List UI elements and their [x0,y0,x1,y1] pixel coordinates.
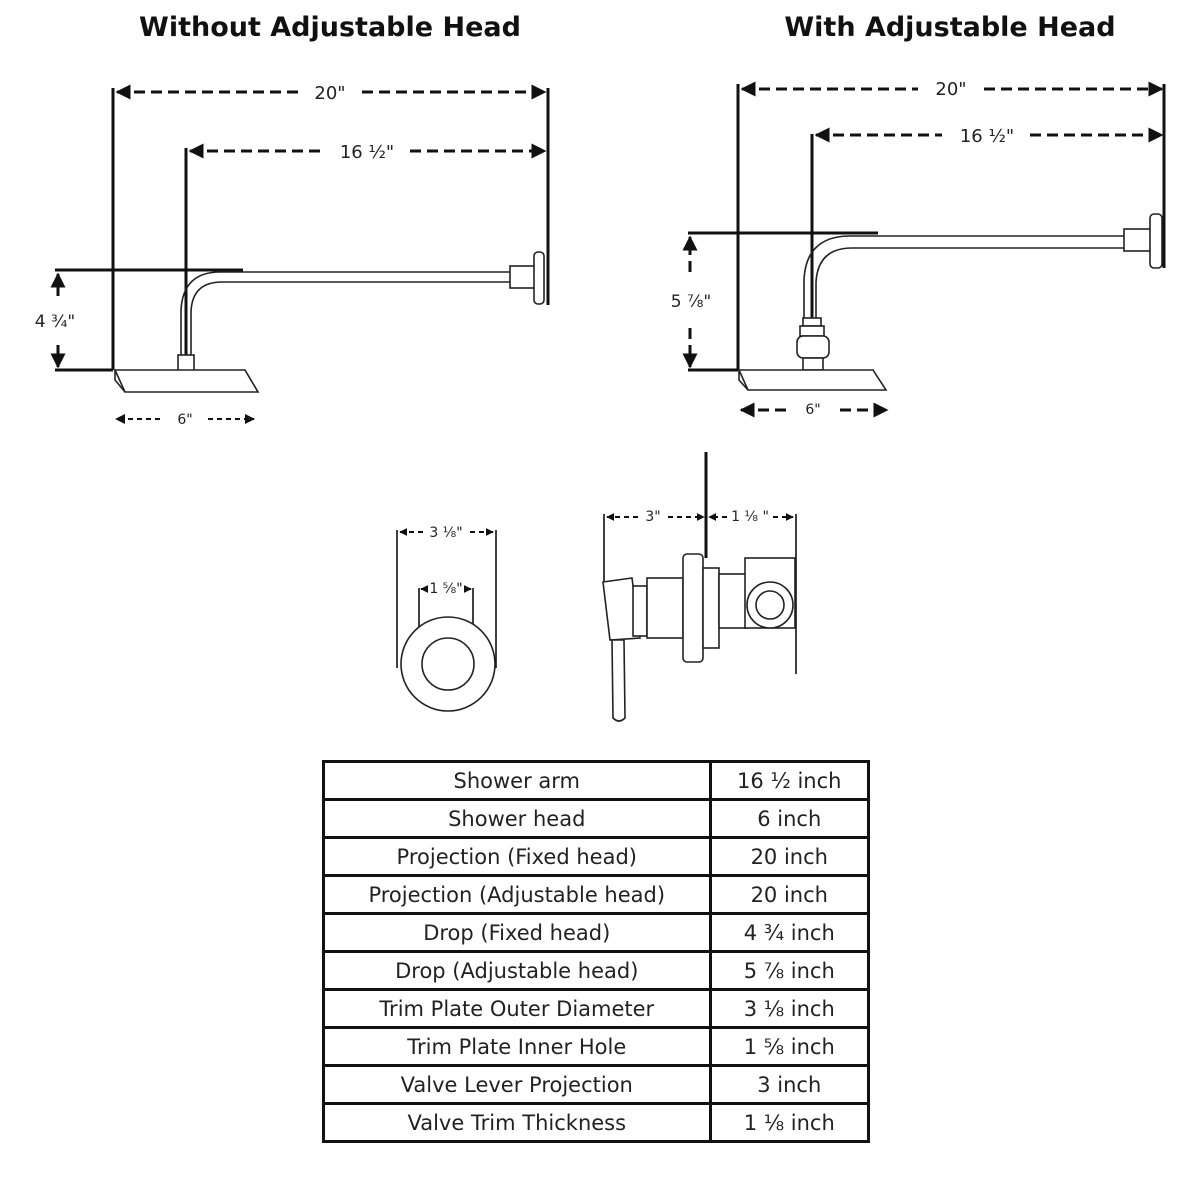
valve-stem-housing [718,573,748,629]
shower-head-edge [114,370,126,393]
wall-flange-collar [1123,228,1153,252]
spec-value: 3 inch [708,1064,871,1105]
valve-lever [611,639,626,722]
table-row: Shower head 6 inch [322,798,871,839]
spec-value: 1 ⅛ inch [708,1102,871,1143]
trim-plate-side [682,553,704,663]
wall-flange-collar [509,265,537,289]
shower-head [113,369,260,393]
dimension-drawing: 20" 16 ½" 4 ¾" 6" 20" [35,79,1166,722]
table-row: Trim Plate Outer Diameter 3 ⅛ inch [322,988,871,1029]
spec-label: Drop (Fixed head) [322,912,712,953]
shower-head [737,369,888,391]
valve-body [646,577,684,639]
spec-value: 3 ⅛ inch [708,988,871,1029]
table-row: Projection (Fixed head) 20 inch [322,836,871,877]
inner-hole-label: 1 ⅝" [429,581,462,597]
fixed-head-drawing: 20" 16 ½" 4 ¾" 6" [35,83,550,428]
shower-arm-inner-edge [190,281,513,357]
valve-lever-handle [602,577,641,641]
swivel-ball-joint [796,335,830,359]
table-row: Drop (Adjustable head) 5 ⅞ inch [322,950,871,991]
head-connector [177,354,195,372]
projection-label: 20" [935,79,966,100]
spec-value: 6 inch [708,798,871,839]
spec-table: Shower arm 16 ½ inch Shower head 6 inch … [322,760,871,1143]
spec-label: Trim Plate Outer Diameter [322,988,712,1029]
adjustable-head-drawing: 20" 16 ½" 5 ⅞" 6" [671,79,1166,418]
shower-arm [803,235,1126,322]
spec-value: 1 ⅝ inch [708,1026,871,1067]
table-row: Shower arm 16 ½ inch [322,760,871,801]
drop-label: 4 ¾" [35,312,76,332]
swivel-nut-top [802,317,822,327]
spec-label: Trim Plate Inner Hole [322,1026,712,1067]
table-row: Projection (Adjustable head) 20 inch [322,874,871,915]
spec-value: 20 inch [708,836,871,877]
spec-label: Shower arm [322,760,712,801]
table-row: Drop (Fixed head) 4 ¾ inch [322,912,871,953]
wall-flange [1149,213,1163,269]
spec-label: Drop (Adjustable head) [322,950,712,991]
spec-label: Projection (Adjustable head) [322,874,712,915]
spec-label: Projection (Fixed head) [322,836,712,877]
projection-label: 20" [314,83,345,104]
shower-arm-inner-edge [815,247,1126,322]
head-width-label: 6" [177,412,192,428]
table-row: Valve Lever Projection 3 inch [322,1064,871,1105]
valve-cartridge [702,567,720,649]
title-with-adjustable-head: With Adjustable Head [784,12,1116,43]
wall-flange [533,251,545,305]
swivel-nut [799,325,825,337]
spec-label: Shower head [322,798,712,839]
valve-port-inner [755,590,785,620]
spec-value: 20 inch [708,874,871,915]
shower-arm [180,271,513,357]
spec-value: 4 ¾ inch [708,912,871,953]
trim-plate-drawing: 3 ⅛" 1 ⅝" [396,525,497,712]
spec-value: 16 ½ inch [708,760,871,801]
swivel-connector [802,357,824,371]
arm-length-label: 16 ½" [340,142,394,163]
lever-hub [632,585,648,637]
spec-value: 5 ⅞ inch [708,950,871,991]
head-width-label: 6" [805,402,820,418]
table-row: Valve Trim Thickness 1 ⅛ inch [322,1102,871,1143]
outer-diameter-label: 3 ⅛" [429,525,462,541]
spec-label: Valve Trim Thickness [322,1102,712,1143]
table-row: Trim Plate Inner Hole 1 ⅝ inch [322,1026,871,1067]
shower-head-edge [738,370,749,391]
spec-label: Valve Lever Projection [322,1064,712,1105]
title-without-adjustable-head: Without Adjustable Head [139,12,521,43]
trim-thickness-label: 1 ⅛ " [731,509,769,525]
valve-drawing: 3" 1 ⅛ " [602,452,797,722]
trim-plate-inner-hole [421,637,475,691]
lever-projection-label: 3" [645,509,660,525]
arm-length-label: 16 ½" [960,126,1014,147]
drop-label: 5 ⅞" [671,292,712,312]
